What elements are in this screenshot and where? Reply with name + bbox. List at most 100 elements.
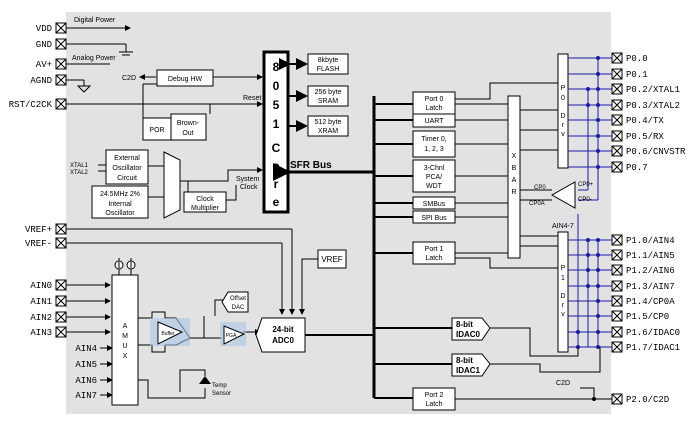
crossbar-xbar: X B A R <box>507 95 521 259</box>
svg-text:U: U <box>122 343 127 350</box>
svg-text:Oscillator: Oscillator <box>112 165 142 172</box>
amux-block: A M U X <box>111 274 139 406</box>
svg-text:SMBus: SMBus <box>423 201 446 208</box>
svg-text:8-bit: 8-bit <box>456 320 473 329</box>
svg-text:DAC: DAC <box>232 305 245 311</box>
svg-text:D: D <box>560 113 565 120</box>
svg-text:SPI Bus: SPI Bus <box>421 215 447 222</box>
label-c2d-debug: C2D <box>122 75 136 82</box>
pin-p0-3: P0.3/XTAL2 <box>626 101 680 111</box>
svg-text:r: r <box>562 302 565 309</box>
pin-avplus: AV+ <box>36 60 52 70</box>
pin-vref-minus: VREF- <box>25 239 52 249</box>
svg-text:P: P <box>561 265 566 272</box>
svg-text:Timer 0,: Timer 0, <box>421 136 446 143</box>
label-ain4-7: AIN4-7 <box>552 223 574 230</box>
svg-text:3-Chnl: 3-Chnl <box>424 165 445 172</box>
pin-p0-0: P0.0 <box>626 54 648 64</box>
brown-out-block: Brown- Out <box>170 113 207 141</box>
svg-text:IDAC0: IDAC0 <box>456 330 481 339</box>
svg-text:M: M <box>122 333 128 340</box>
p0-driver: P 0 D r v <box>557 53 569 169</box>
adc0-block: 24-bit ADC0 <box>255 317 306 353</box>
p0-junction-dots <box>576 56 600 349</box>
xram-block: 512 byte XRAM <box>307 115 349 137</box>
svg-text:o: o <box>272 159 279 173</box>
label-xtal2: XTAL2 <box>70 170 89 176</box>
left-pin-labels: VDD GND AV+ AGND RST/C2CK VREF+ VREF- AI… <box>9 24 53 338</box>
svg-text:8-bit: 8-bit <box>456 356 473 365</box>
svg-text:0: 0 <box>273 79 280 93</box>
svg-text:Oscillator: Oscillator <box>105 210 135 217</box>
clock-mux <box>163 151 181 219</box>
offset-dac-block: Offset DAC <box>221 291 249 313</box>
svg-text:24.5MHz 2%: 24.5MHz 2% <box>100 191 140 198</box>
svg-text:SRAM: SRAM <box>318 98 338 105</box>
svg-text:Port 0: Port 0 <box>425 96 444 103</box>
pin-p1-5: P1.5/CP0 <box>626 312 669 322</box>
svg-text:B: B <box>512 165 517 172</box>
svg-text:1: 1 <box>273 117 280 131</box>
svg-text:P: P <box>561 85 566 92</box>
pin-p0-7: P0.7 <box>626 163 648 173</box>
port0-latch-block: Port 0 Latch <box>412 91 456 115</box>
core-8051: 8 0 5 1 C o r e <box>262 50 290 214</box>
svg-text:1, 2, 3: 1, 2, 3 <box>424 146 444 153</box>
svg-text:24-bit: 24-bit <box>272 325 294 334</box>
pin-ain2: AIN2 <box>30 313 52 323</box>
pin-p0-6: P0.6/CNVSTR <box>626 147 686 157</box>
svg-text:Latch: Latch <box>425 401 442 408</box>
pin-p2-0: P2.0/C2D <box>626 395 669 405</box>
buffer-block: Buffer <box>157 321 184 345</box>
svg-text:PGA: PGA <box>226 333 237 339</box>
external-oscillator-block: External Oscillator Circuit <box>105 149 149 185</box>
svg-text:X: X <box>123 353 128 360</box>
idac0-block: 8-bit IDAC0 <box>451 317 491 341</box>
port2-latch-block: Port 2 Latch <box>412 387 456 411</box>
label-reset: Reset <box>243 95 261 102</box>
svg-text:PCA/: PCA/ <box>426 174 442 181</box>
svg-text:512 byte: 512 byte <box>315 119 342 126</box>
svg-text:Clock: Clock <box>196 196 214 203</box>
p1-driver: P 1 D r v <box>557 231 569 353</box>
svg-text:External: External <box>114 155 140 162</box>
pin-ain0: AIN0 <box>30 281 52 291</box>
pin-p1-3: P1.3/AIN7 <box>626 282 675 292</box>
pin-p0-1: P0.1 <box>626 70 648 80</box>
svg-text:VREF: VREF <box>321 255 342 264</box>
pin-p1-0: P1.0/AIN4 <box>626 236 675 246</box>
label-digital-power: Digital Power <box>74 17 116 24</box>
right-pin-boxes <box>611 52 623 405</box>
label-cp0-minus: CP0- <box>578 197 592 203</box>
svg-text:R: R <box>511 189 516 196</box>
pin-p0-2: P0.2/XTAL1 <box>626 85 680 95</box>
svg-text:r: r <box>274 177 279 191</box>
svg-text:Debug HW: Debug HW <box>168 76 203 83</box>
svg-text:r: r <box>562 122 565 129</box>
svg-text:A: A <box>512 177 517 184</box>
svg-text:UART: UART <box>425 118 445 125</box>
label-cp0-plus: CP0+ <box>578 182 594 188</box>
svg-text:X: X <box>512 153 517 160</box>
debug-hw-block: Debug HW <box>156 69 214 87</box>
svg-text:1: 1 <box>561 275 565 282</box>
svg-text:IDAC1: IDAC1 <box>456 366 481 375</box>
pin-rst-c2ck: RST/C2CK <box>9 100 53 110</box>
label-xtal1: XTAL1 <box>70 163 89 169</box>
pin-p1-4: P1.4/CP0A <box>626 297 675 307</box>
pin-p1-2: P1.2/AIN6 <box>626 266 675 276</box>
amux-ain5: AIN5 <box>75 360 97 370</box>
spi-block: SPI Bus <box>412 210 456 224</box>
svg-text:Circuit: Circuit <box>117 175 137 182</box>
svg-text:Port 2: Port 2 <box>425 392 444 399</box>
label-temp-sensor: Temp <box>212 383 227 389</box>
pin-agnd: AGND <box>30 76 52 86</box>
label-analog-power: Analog Power <box>72 55 116 62</box>
left-pin-boxes <box>55 22 67 338</box>
pin-ain3: AIN3 <box>30 328 52 338</box>
left-pin-wires <box>66 25 295 335</box>
port1-latch-block: Port 1 Latch <box>412 241 456 265</box>
sram-block: 256 byte SRAM <box>307 85 349 107</box>
pga-block: PGA <box>223 325 246 345</box>
